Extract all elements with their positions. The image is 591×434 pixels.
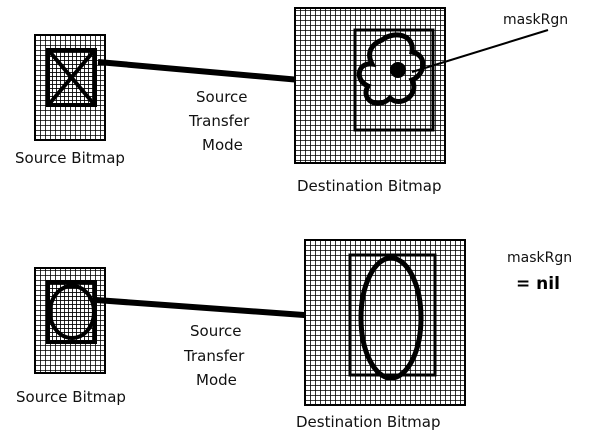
top-source-bitmap: [34, 34, 106, 141]
bottom-destination-label: Destination Bitmap: [296, 413, 441, 431]
bottom-mode-line2: Transfer: [183, 347, 245, 365]
bottom-mask-label: maskRgn: [507, 250, 572, 266]
bottom-mode-line1: Source: [190, 322, 242, 340]
top-mode-line1: Source: [196, 88, 248, 106]
irregular-blob-icon: [356, 32, 426, 106]
bottom-source-label: Source Bitmap: [16, 388, 126, 406]
bottom-mask-value: = nil: [516, 274, 560, 294]
top-destination-bitmap: [294, 7, 446, 164]
top-panel: Source Bitmap Source Transfer Mode Desti…: [15, 7, 568, 195]
x-cross-icon: [48, 50, 95, 105]
top-mask-label: maskRgn: [503, 12, 568, 28]
oval-icon: [358, 255, 424, 381]
bottom-panel: Source Bitmap Source Transfer Mode Desti…: [16, 239, 572, 431]
top-mask-pointer: [411, 29, 549, 73]
top-source-label: Source Bitmap: [15, 149, 125, 167]
bottom-source-bitmap: [34, 267, 106, 374]
bottom-mode-line3: Mode: [196, 371, 237, 389]
bottom-destination-bitmap: [304, 239, 466, 406]
top-mode-line3: Mode: [202, 136, 243, 154]
circle-icon: [48, 284, 96, 340]
top-mode-line2: Transfer: [188, 112, 250, 130]
top-destination-label: Destination Bitmap: [297, 177, 442, 195]
